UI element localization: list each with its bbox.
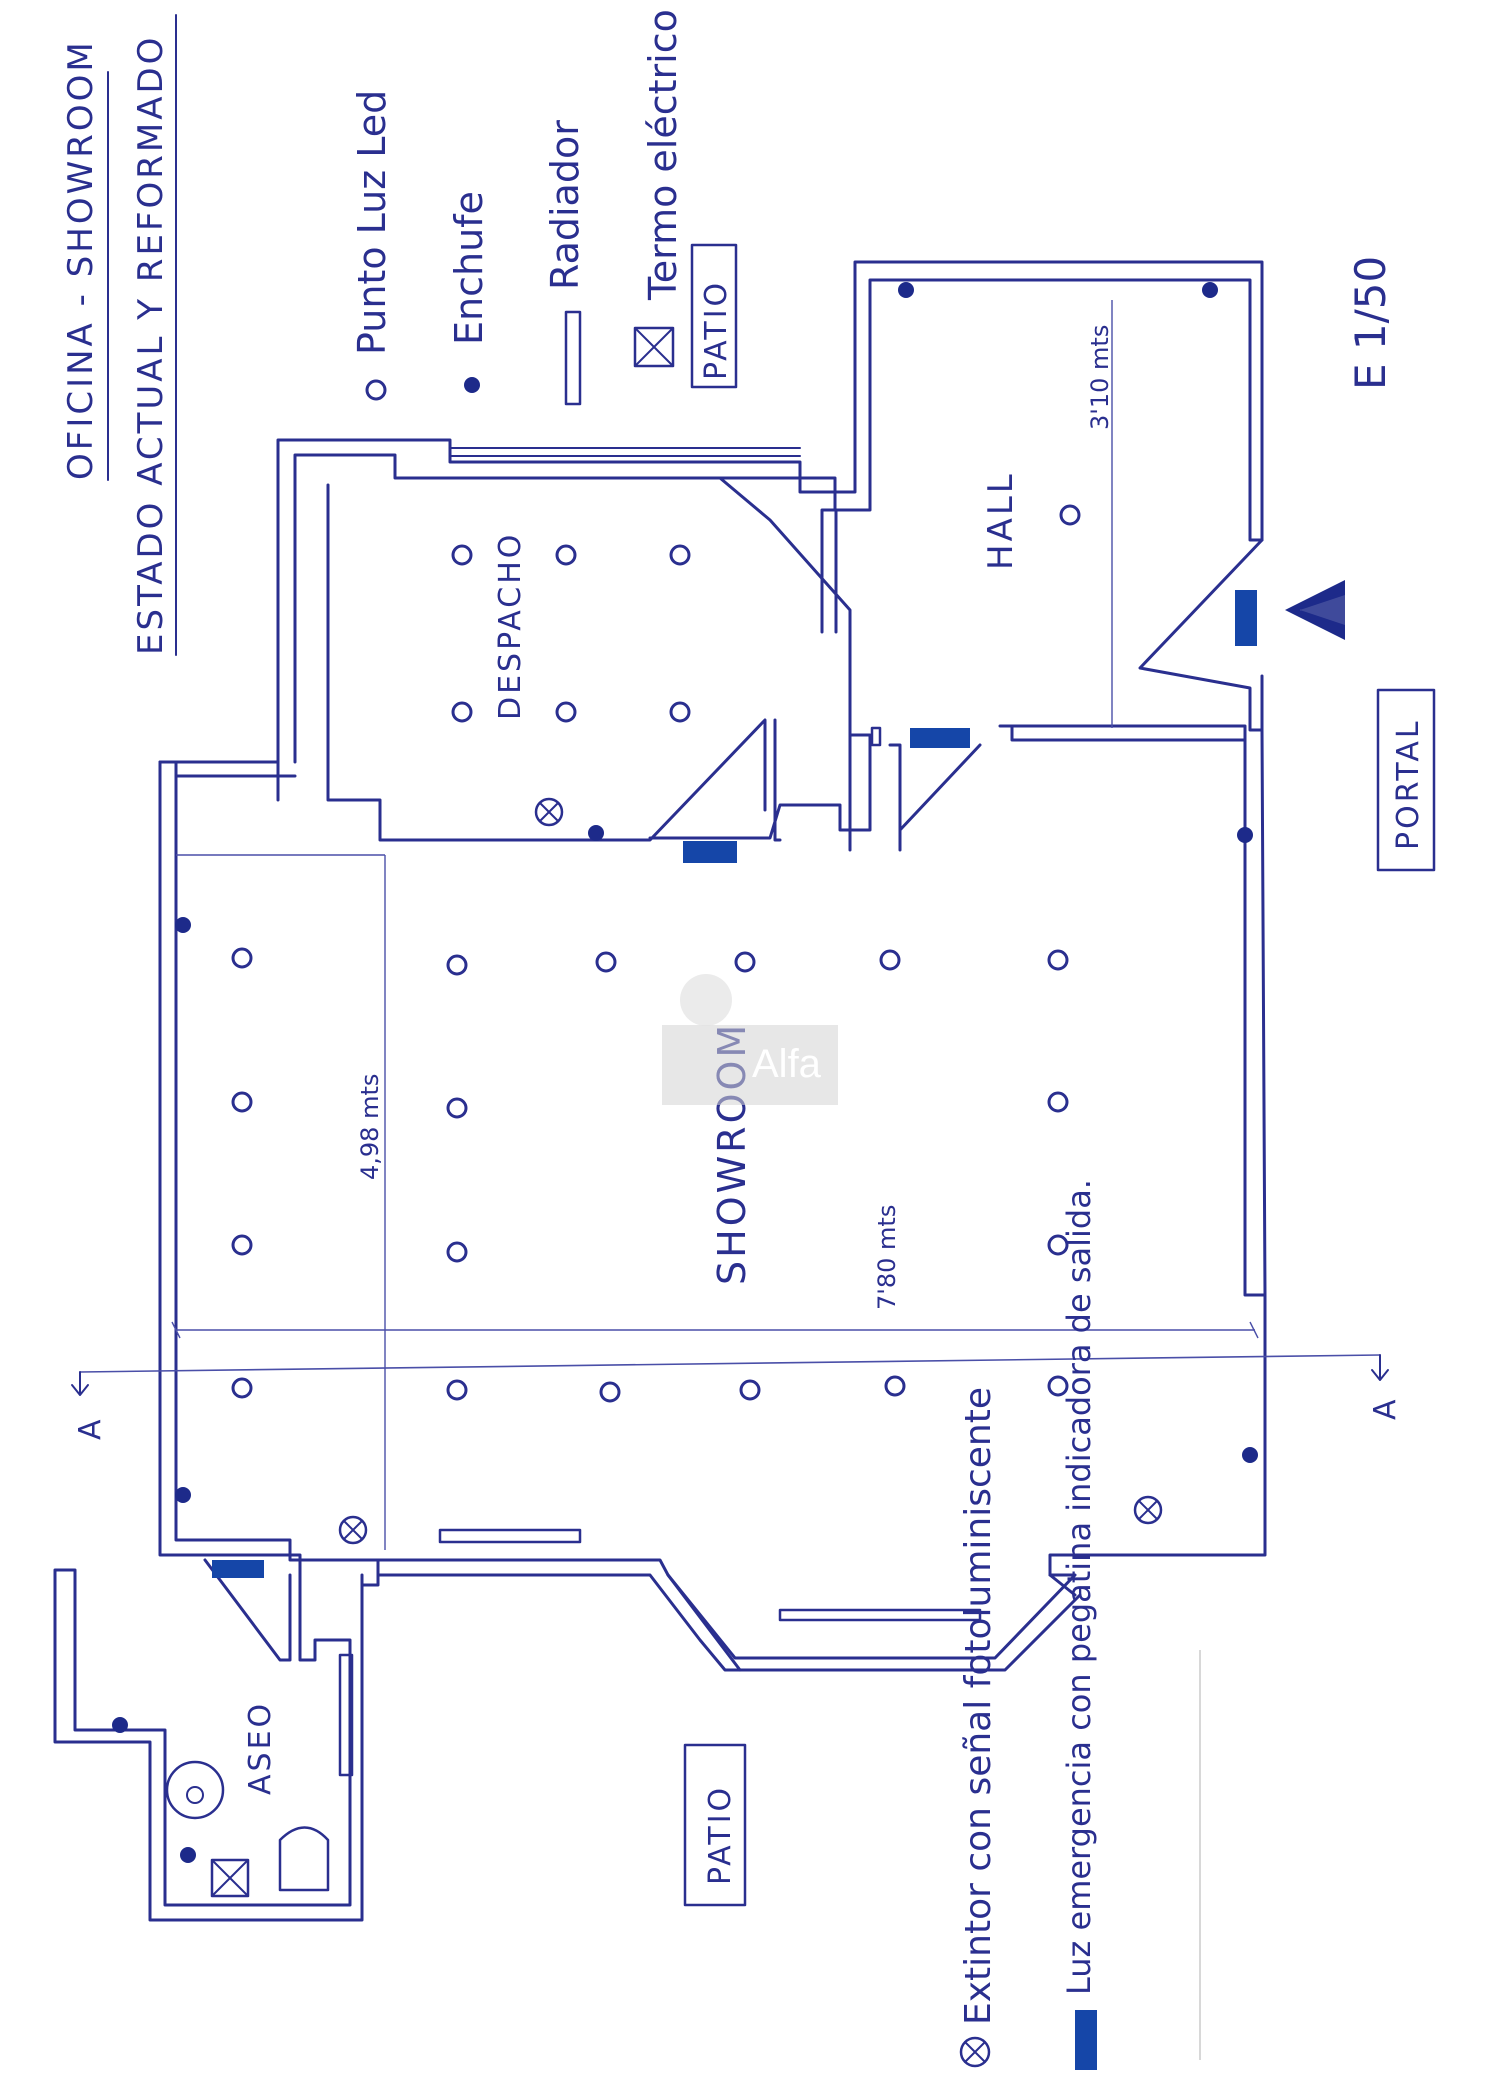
patio-bottom-label: PATIO <box>703 1785 738 1885</box>
portal-label: PORTAL <box>1391 718 1426 850</box>
legend-light-icon <box>365 379 387 401</box>
hall-width-dimension: 3'10 mts <box>1086 325 1114 430</box>
legend-emergency-label: Luz emergencia con pegatina indicadora d… <box>1060 1179 1098 1995</box>
title-line-1: OFICINA - SHOWROOM <box>61 39 101 480</box>
legend-radiator-icon <box>564 310 582 406</box>
showroom-length-dimension: 7'80 mts <box>873 1205 901 1310</box>
legend-emergency-icon <box>1075 2010 1097 2070</box>
patio-bottom-box <box>683 1743 747 1907</box>
extinguishers <box>338 797 1163 1545</box>
watermark-text: Alfa <box>752 1042 822 1086</box>
showroom-depth-dimension: 4,98 mts <box>356 1074 384 1180</box>
scale-label: E 1/50 <box>1346 256 1395 390</box>
emergency-lights <box>212 590 1257 1578</box>
office-label: DESPACHO <box>493 532 528 720</box>
section-label-left: A <box>73 1419 108 1440</box>
legend-extinguisher-label-text: Extintor con señal fotoluminiscente <box>958 1387 999 2025</box>
walls <box>53 260 1267 1922</box>
patio-top-box <box>690 243 738 389</box>
led-lights <box>231 504 1081 1403</box>
legend-socket-icon <box>464 377 480 393</box>
section-line <box>79 1354 1381 1373</box>
sockets <box>112 282 1258 1863</box>
legend-extinguisher-icon <box>959 2036 991 2068</box>
legend-water-heater-label: Termo eléctrico <box>641 9 685 301</box>
legend-water-heater-icon <box>633 326 675 368</box>
patio-top-label: PATIO <box>699 280 734 380</box>
legend-socket-label: Enchufe <box>447 191 491 345</box>
legend-radiator-label: Radiador <box>543 120 587 290</box>
entry-arrow-icon <box>1285 580 1345 640</box>
section-label-right: A <box>1368 1399 1403 1420</box>
watermark-logo: Alfa <box>662 974 838 1105</box>
title-line-2: ESTADO ACTUAL Y REFORMADO <box>131 35 171 655</box>
legend-light-label: Punto Luz Led <box>350 90 394 355</box>
legend-extinguisher-label: Extintor con señal fotoluminiscente <box>958 1387 999 2025</box>
portal-box <box>1376 688 1436 872</box>
hall-label: HALL <box>981 471 1021 570</box>
toilet-label: ASEO <box>243 1701 278 1795</box>
dimension-lines <box>171 300 1259 1550</box>
